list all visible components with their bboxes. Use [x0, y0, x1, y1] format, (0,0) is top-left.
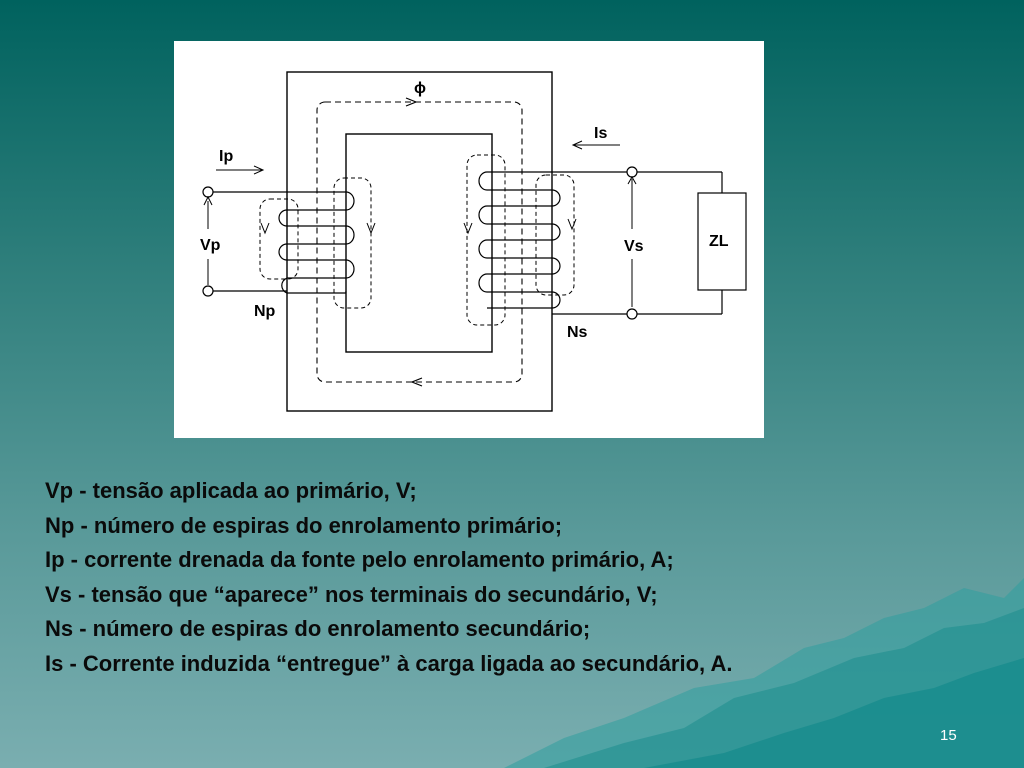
legend-line-vp: Vp - tensão aplicada ao primário, V; — [45, 478, 417, 503]
primary-terminal-bottom — [202, 285, 214, 297]
leakage-flux-secondary-outer — [535, 174, 575, 296]
label-is: Is — [594, 125, 607, 142]
secondary-terminal-bottom — [626, 308, 638, 320]
legend-line-ns: Ns - número de espiras do enrolamento se… — [45, 616, 591, 641]
legend-line-np: Np - número de espiras do enrolamento pr… — [45, 512, 563, 538]
label-vp: Vp — [200, 237, 221, 254]
secondary-winding — [478, 171, 632, 315]
label-ip: Ip — [219, 148, 233, 165]
label-flux: ϕ — [414, 80, 426, 97]
flux-arrow-bottom — [410, 377, 423, 387]
primary-winding — [213, 191, 355, 294]
core-outer — [286, 71, 553, 412]
transformer-diagram: ϕ Ip Vp Np Is Vs Ns ZL — [174, 41, 764, 438]
legend-line-ip: Ip - corrente drenada da fonte pelo enro… — [45, 547, 674, 572]
legend-line-vs: Vs - tensão que “aparece” nos terminais … — [45, 581, 658, 607]
legend: Vp - tensão aplicada ao primário, V; Np … — [45, 474, 1005, 681]
secondary-terminal-top — [626, 166, 638, 178]
label-np: Np — [254, 303, 276, 320]
load-impedance — [697, 192, 747, 291]
label-ns: Ns — [567, 324, 588, 341]
page-number: 15 — [940, 727, 957, 744]
label-vs: Vs — [624, 238, 644, 255]
flux-arrow-top — [405, 97, 418, 107]
label-zl: ZL — [709, 233, 729, 250]
core-window — [345, 133, 493, 353]
flux-path — [316, 101, 523, 383]
legend-line-is: Is - Corrente induzida “entregue” à carg… — [45, 650, 733, 676]
mountain-decoration — [504, 578, 1024, 768]
leakage-flux-primary-outer — [259, 198, 299, 280]
leakage-flux-primary-inner — [333, 177, 372, 309]
primary-terminal-top — [202, 186, 214, 198]
